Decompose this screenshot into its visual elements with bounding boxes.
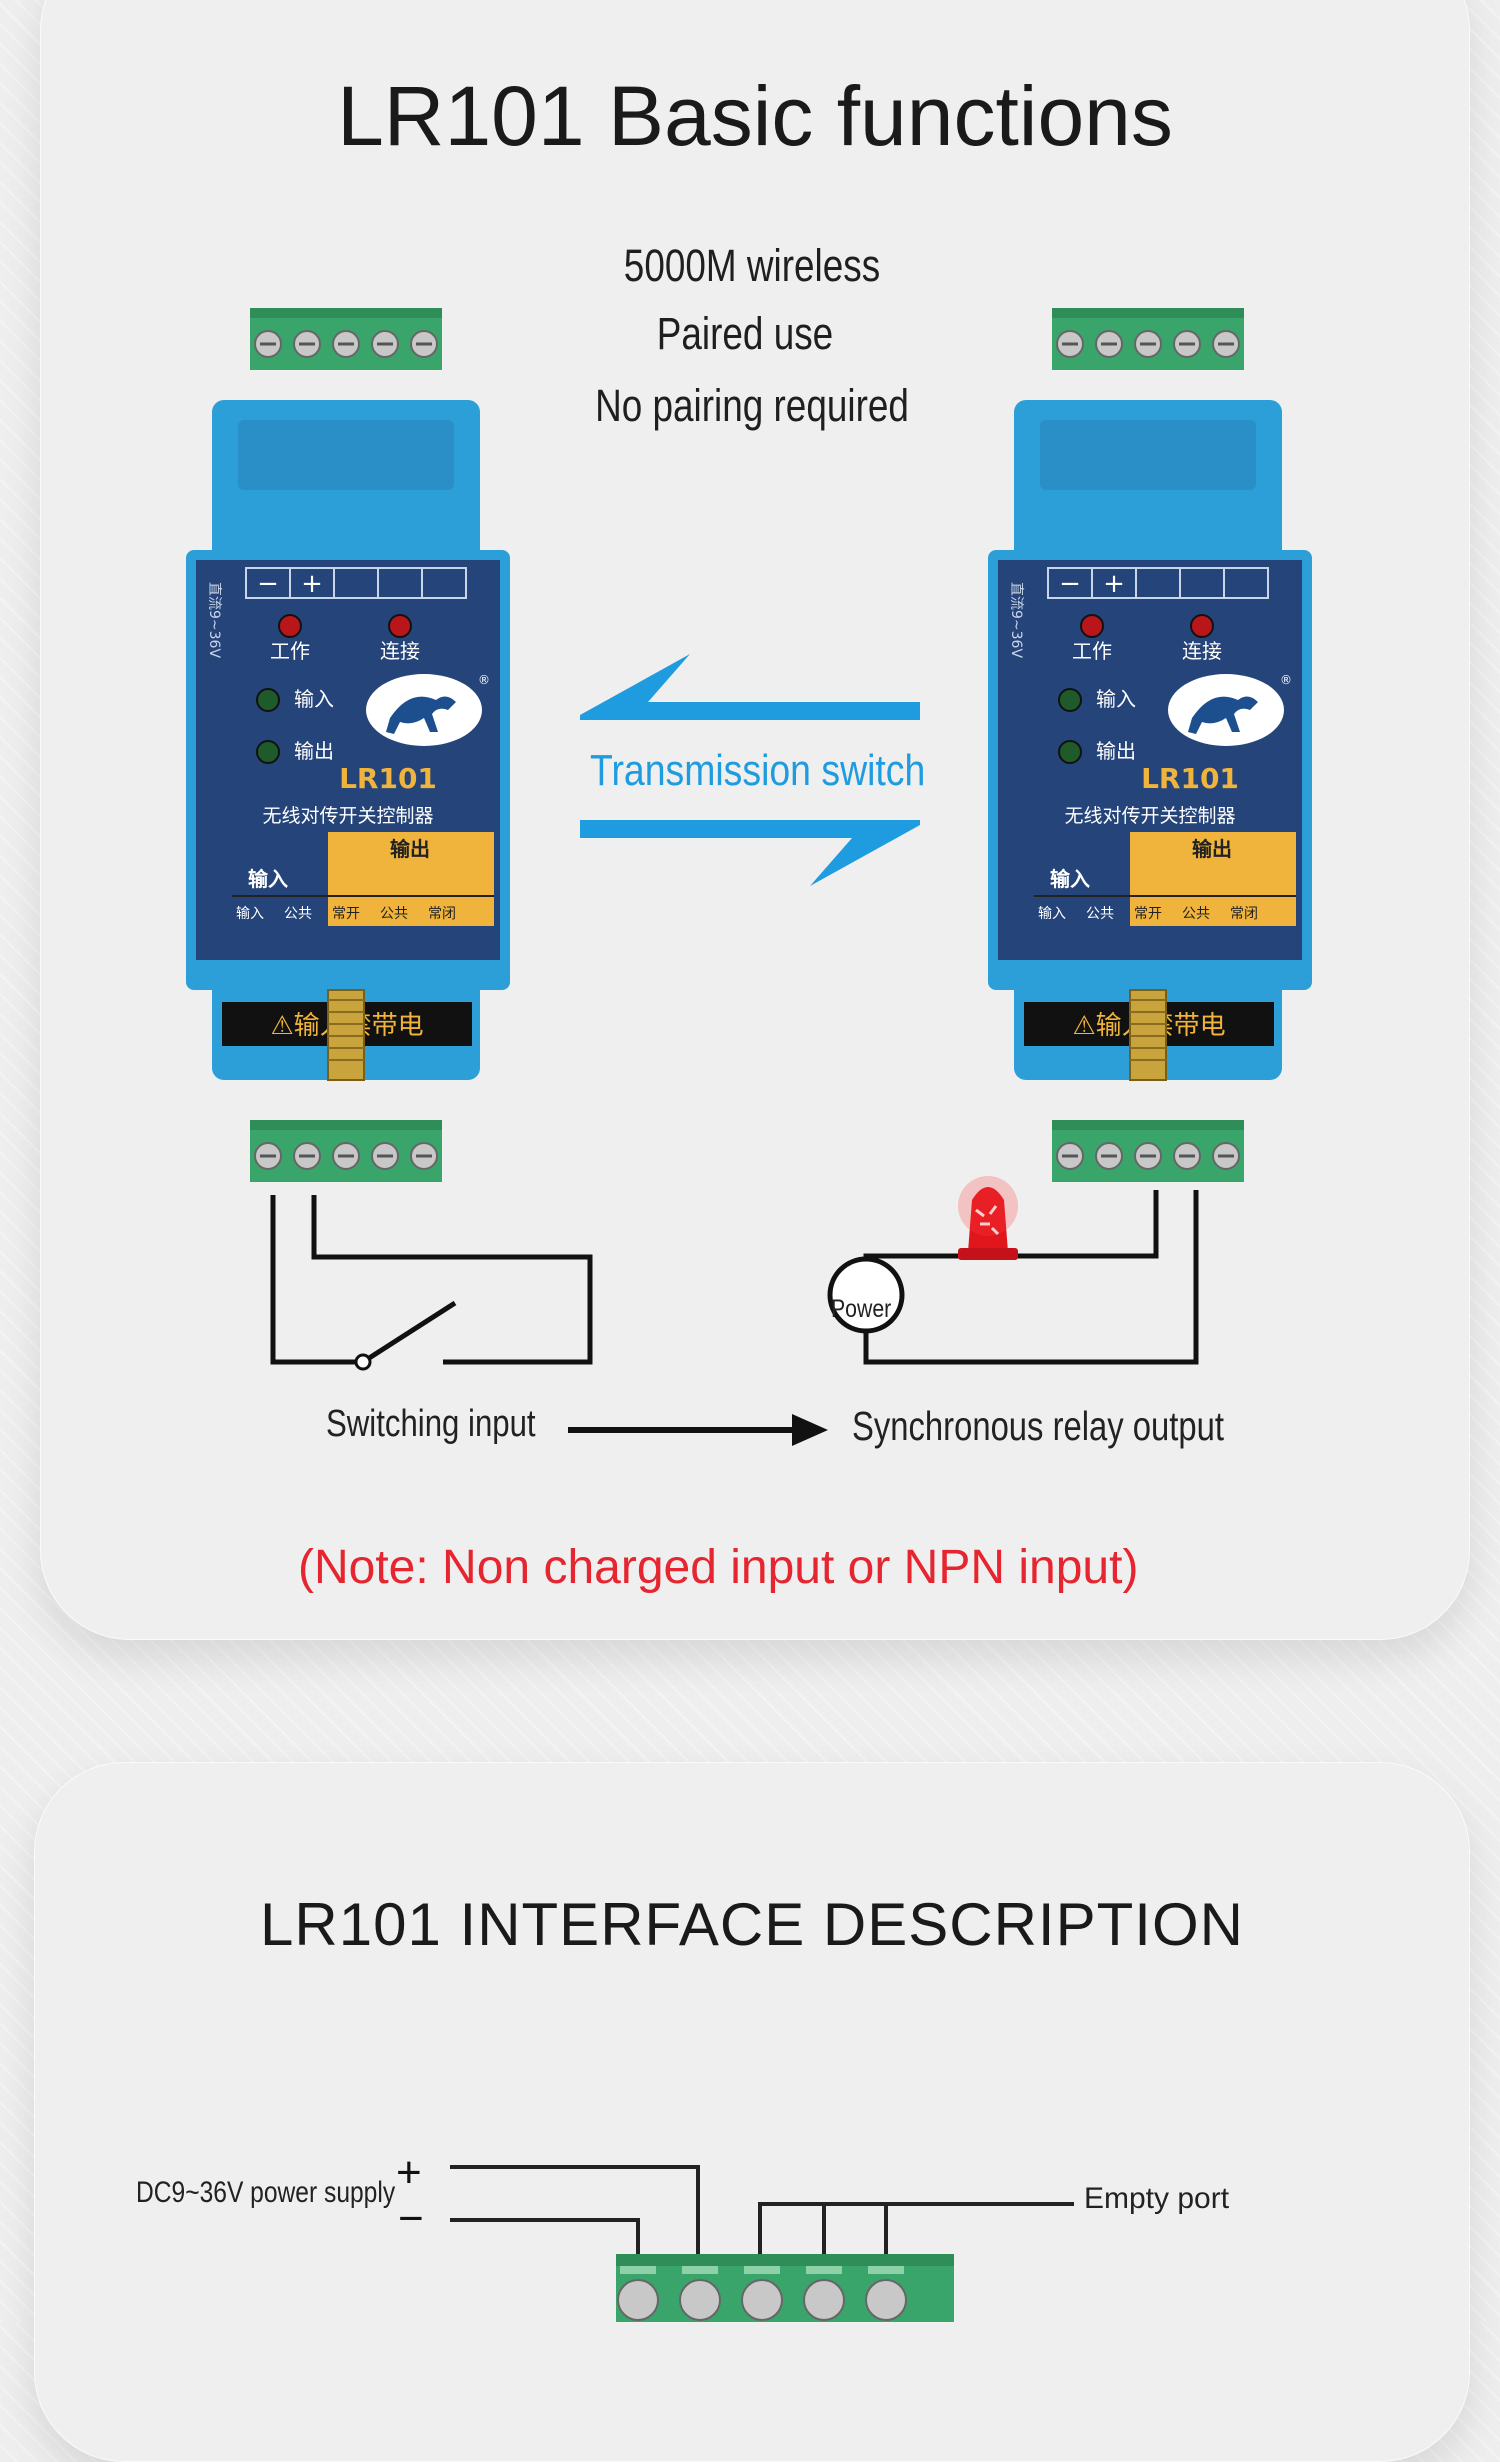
minus-terminal-label: − [257,569,279,599]
work-led-label: 工作 [270,639,310,663]
transmission-label: Transmission switch [590,746,926,795]
output-led-icon [1058,740,1082,764]
switch-wiring [270,1195,593,1371]
output-heading: 输出 [390,837,430,861]
interface-description-card: LR101 INTERFACE DESCRIPTION [34,1762,1470,2462]
feature-wireless-range: 5000M wireless [623,240,881,291]
screw-icon [803,2279,845,2321]
arrow-left-icon [580,654,920,720]
plus-terminal-label: + [1103,569,1125,599]
transmission-arrows [580,654,920,886]
terminal-label: 输入 [236,906,264,922]
minus-terminal-label: − [1059,569,1081,599]
feature-no-pairing: No pairing required [595,380,909,431]
product-name-label: 无线对传开关控制器 [262,805,433,827]
switch-lever [361,1300,457,1365]
screw-icon [679,2279,721,2321]
connect-led-label: 连接 [1182,639,1222,663]
relay-output-label: Synchronous relay output [852,1403,1224,1449]
output-led-icon [256,740,280,764]
terminal-label: 常开 [1134,906,1162,922]
supply-minus-sign: − [398,2194,424,2243]
relay-wiring [827,1176,1199,1365]
output-led-label: 输出 [1096,739,1136,763]
registered-mark: ® [1280,673,1292,687]
terminal-label: 常开 [332,906,360,922]
connect-led-icon [388,614,412,638]
input-heading: 输入 [1050,867,1090,891]
feature-paired-use: Paired use [656,308,834,359]
interface-title: LR101 INTERFACE DESCRIPTION [260,1891,1244,1958]
voltage-side-label: 直流9~36V [1008,582,1025,658]
work-led-icon [1080,614,1104,638]
registered-mark: ® [478,673,490,687]
terminal-label: 输入 [1038,906,1066,922]
input-led-label: 输入 [294,687,334,711]
power-supply-label: DC9~36V power supply [136,2176,396,2209]
input-led-label: 输入 [1096,687,1136,711]
terminal-label: 公共 [380,906,408,922]
voltage-side-label: 直流9~36V [206,582,223,658]
interface-diagram [450,2165,1074,2322]
page-title: LR101 Basic functions [337,69,1173,163]
input-led-icon [1058,688,1082,712]
warning-lamp-icon [958,1176,1018,1260]
input-led-icon [256,688,280,712]
flow-arrow-icon [568,1414,828,1446]
terminal-label: 公共 [1182,906,1210,922]
screw-icon [865,2279,907,2321]
arrow-right-icon [580,820,920,886]
power-source-icon [827,1256,905,1334]
model-label: LR101 [1141,762,1239,795]
output-led-label: 输出 [294,739,334,763]
switch-contact-icon [354,1353,372,1371]
terminal-label: 常闭 [1230,906,1258,922]
screw-icon [741,2279,783,2321]
switching-input-label: Switching input [326,1403,536,1445]
output-heading: 输出 [1192,837,1232,861]
connect-led-label: 连接 [380,639,420,663]
power-label: Power [831,1295,892,1323]
plus-terminal-label: + [301,569,323,599]
note-text: (Note: Non charged input or NPN input) [298,1541,1139,1594]
empty-port-label: Empty port [1084,2182,1230,2215]
terminal-label: 公共 [1086,906,1114,922]
terminal-label: 常闭 [428,906,456,922]
work-led-label: 工作 [1072,639,1112,663]
work-led-icon [278,614,302,638]
input-heading: 输入 [248,867,288,891]
terminal-label: 公共 [284,906,312,922]
connect-led-icon [1190,614,1214,638]
model-label: LR101 [339,762,437,795]
screw-icon [617,2279,659,2321]
terminal-block [616,2254,954,2322]
supply-plus-sign: + [396,2148,422,2197]
product-name-label: 无线对传开关控制器 [1064,805,1235,827]
